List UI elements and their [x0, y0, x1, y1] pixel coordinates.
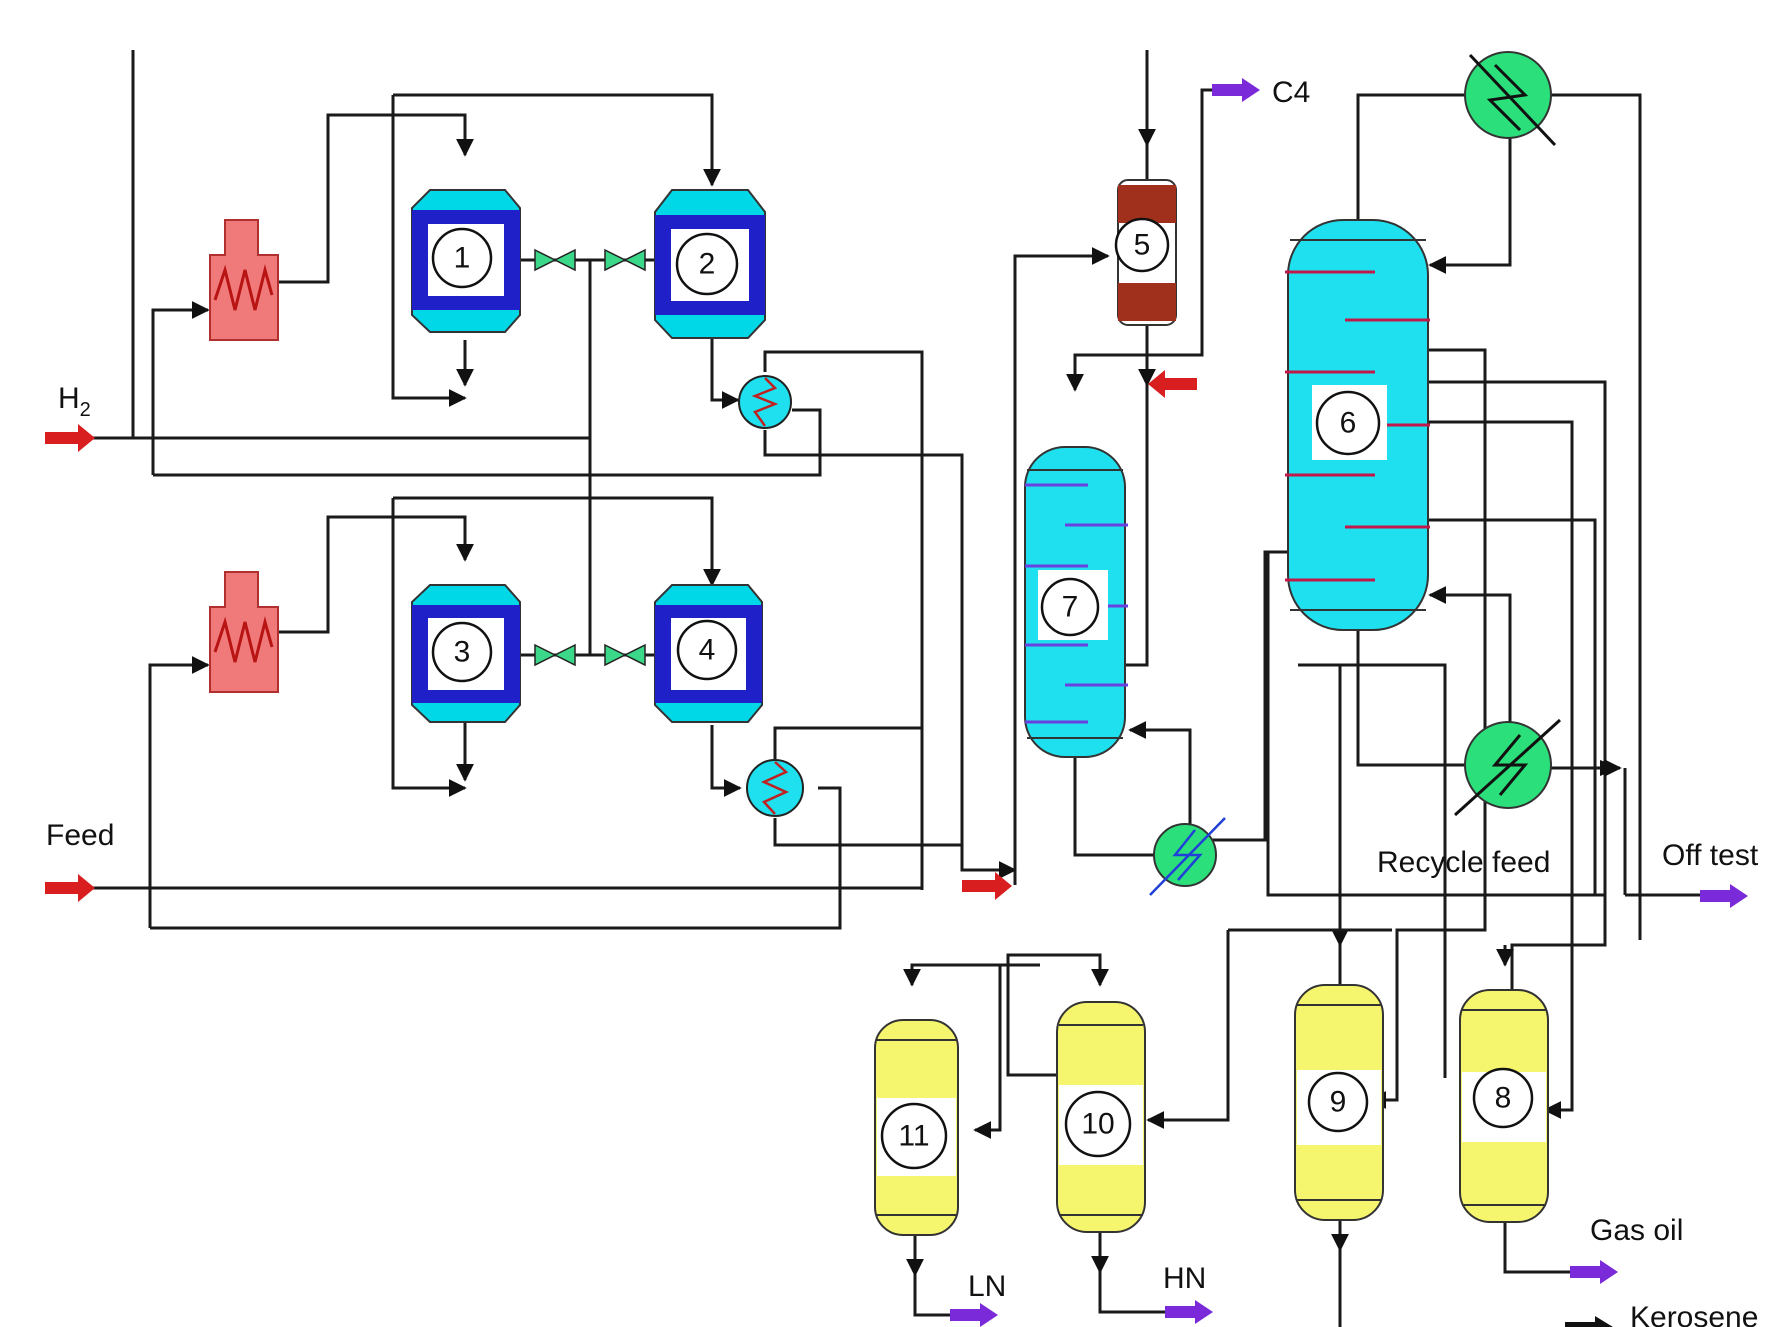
- feed-label: Feed: [46, 819, 114, 852]
- furnace-1: [209, 219, 279, 341]
- c4-label: C4: [1272, 76, 1310, 109]
- unit-label-4: 4: [699, 634, 716, 667]
- unit-badges: 1 2 3 4 5 6 7 8 9 10 11: [431, 217, 1534, 1170]
- ln-outlet-arrow: [950, 1303, 998, 1327]
- unit-label-7: 7: [1062, 591, 1079, 624]
- unit-label-2: 2: [699, 248, 716, 281]
- unit-label-1: 1: [454, 242, 471, 275]
- flow-arrows: [1600, 760, 1620, 776]
- recycle-return-arrow: [1148, 370, 1197, 398]
- piping: [88, 50, 1700, 1327]
- cooler-6-bottom: [1453, 718, 1562, 817]
- combined-feed-arrow: [962, 872, 1012, 900]
- c4-outlet-arrow: [1212, 78, 1260, 102]
- unit-label-5: 5: [1134, 229, 1151, 262]
- hn-outlet-arrow: [1165, 1300, 1213, 1324]
- h2-label: H2: [58, 382, 91, 421]
- valves: [534, 248, 646, 667]
- stream-arrows: [45, 78, 1748, 1327]
- heat-exchanger-2: [746, 759, 804, 817]
- unit-label-3: 3: [454, 636, 471, 669]
- condenser-6: [1464, 51, 1557, 147]
- unit-label-6: 6: [1340, 407, 1357, 440]
- kerosene-outlet-arrow: [1565, 1316, 1613, 1327]
- unit-label-10: 10: [1081, 1108, 1114, 1141]
- unit-label-11: 11: [898, 1120, 929, 1153]
- off-test-label: Off test: [1662, 839, 1759, 872]
- kerosene-label: Kerosene: [1630, 1301, 1758, 1327]
- unit-label-8: 8: [1495, 1082, 1512, 1115]
- reboiler-7: [1149, 817, 1226, 896]
- gas-oil-outlet-arrow: [1570, 1260, 1618, 1284]
- hn-label: HN: [1163, 1262, 1206, 1295]
- unit-label-9: 9: [1330, 1086, 1347, 1119]
- gas-oil-label: Gas oil: [1590, 1214, 1683, 1247]
- furnace-2: [209, 571, 279, 693]
- recycle-feed-label: Recycle feed: [1377, 846, 1550, 879]
- feed-inlet-arrow: [45, 874, 95, 902]
- stream-labels: H2 Feed C4 Recycle feed Off test Gas oil…: [46, 76, 1759, 1327]
- ln-label: LN: [968, 1270, 1006, 1303]
- heat-exchanger-1: [738, 375, 792, 429]
- h2-inlet-arrow: [45, 424, 95, 452]
- off-test-outlet-arrow: [1700, 884, 1748, 908]
